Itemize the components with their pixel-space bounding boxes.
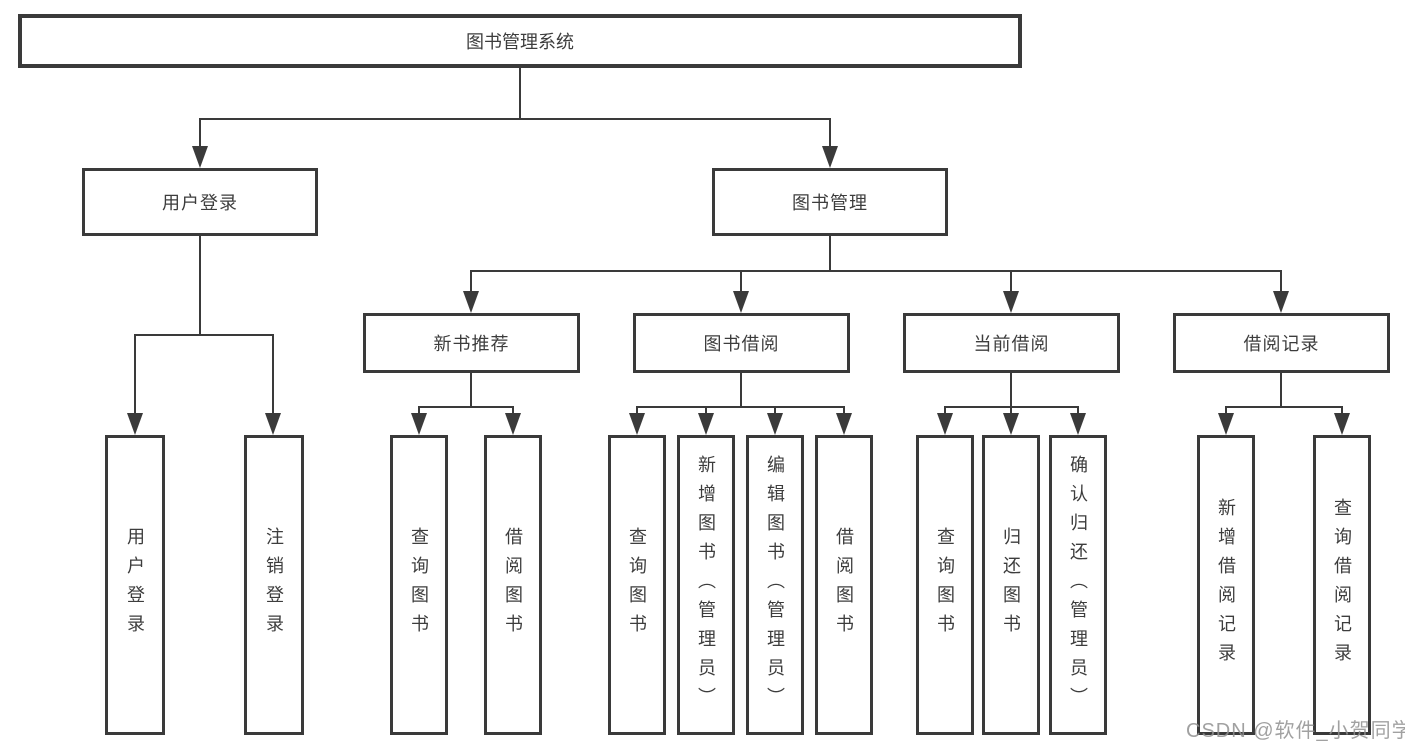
node-user-login-label: 用户登录 <box>162 193 238 213</box>
arrow-down-icon <box>836 413 852 435</box>
node-borrow-records: 借阅记录 <box>1173 313 1390 373</box>
node-book-management-label: 图书管理 <box>792 193 868 213</box>
watermark: CSDN @软件_小贺同学 <box>1186 720 1405 742</box>
leaf-borrow-book: 借阅图书 <box>815 435 873 735</box>
arrow-down-icon <box>1218 413 1234 435</box>
arrow-down-icon <box>822 146 838 168</box>
node-current-borrow: 当前借阅 <box>903 313 1120 373</box>
connector-line <box>199 118 831 120</box>
leaf-current-confirm-admin: 确认归还（管理员） <box>1049 435 1107 735</box>
leaf-records-add: 新增借阅记录 <box>1197 435 1255 735</box>
arrow-down-icon <box>629 413 645 435</box>
node-root-label: 图书管理系统 <box>466 32 574 52</box>
connector-line <box>134 334 274 336</box>
leaf-logout: 注销登录 <box>244 435 304 735</box>
connector-line <box>829 118 831 148</box>
arrow-down-icon <box>1334 413 1350 435</box>
arrow-down-icon <box>463 291 479 313</box>
connector-line <box>1280 373 1282 408</box>
connector-line <box>470 373 472 408</box>
connector-line <box>636 406 638 414</box>
connector-line <box>1341 406 1343 414</box>
connector-line <box>1225 406 1343 408</box>
leaf-records-query: 查询借阅记录 <box>1313 435 1371 735</box>
leaf-user-login: 用户登录 <box>105 435 165 735</box>
leaf-borrow-query: 查询图书 <box>608 435 666 735</box>
node-current-borrow-label: 当前借阅 <box>973 334 1050 354</box>
node-root: 图书管理系统 <box>18 14 1022 68</box>
leaf-borrow-add-admin-label: 新增图书（管理员） <box>696 454 716 716</box>
leaf-newbook-borrow: 借阅图书 <box>484 435 542 735</box>
arrow-down-icon <box>1003 413 1019 435</box>
arrow-down-icon <box>127 413 143 435</box>
arrow-down-icon <box>1070 413 1086 435</box>
node-new-book-recommend: 新书推荐 <box>363 313 580 373</box>
connector-line <box>944 406 946 414</box>
connector-line <box>1010 406 1012 414</box>
arrow-down-icon <box>937 413 953 435</box>
connector-line <box>418 406 420 414</box>
leaf-borrow-edit-admin-label: 编辑图书（管理员） <box>765 454 785 716</box>
connector-line <box>519 68 521 120</box>
leaf-records-query-label: 查询借阅记录 <box>1332 498 1352 672</box>
arrow-down-icon <box>767 413 783 435</box>
leaf-newbook-query: 查询图书 <box>390 435 448 735</box>
node-borrow-records-label: 借阅记录 <box>1243 334 1320 354</box>
arrow-down-icon <box>265 413 281 435</box>
arrow-down-icon <box>1273 291 1289 313</box>
connector-line <box>134 334 136 414</box>
node-user-login: 用户登录 <box>82 168 318 236</box>
connector-line <box>418 406 514 408</box>
connector-line <box>829 236 831 272</box>
connector-line <box>1010 373 1012 408</box>
connector-line <box>705 406 707 414</box>
arrow-down-icon <box>1003 291 1019 313</box>
leaf-current-confirm-admin-label: 确认归还（管理员） <box>1068 454 1088 716</box>
leaf-logout-label: 注销登录 <box>264 527 284 643</box>
arrow-down-icon <box>505 413 521 435</box>
leaf-current-return: 归还图书 <box>982 435 1040 735</box>
connector-line <box>1280 270 1282 291</box>
arrow-down-icon <box>733 291 749 313</box>
connector-line <box>470 270 472 291</box>
leaf-borrow-edit-admin: 编辑图书（管理员） <box>746 435 804 735</box>
connector-line <box>1077 406 1079 414</box>
node-book-management: 图书管理 <box>712 168 948 236</box>
leaf-newbook-query-label: 查询图书 <box>409 527 429 643</box>
connector-line <box>774 406 776 414</box>
connector-line <box>470 270 1281 272</box>
connector-line <box>272 334 274 414</box>
connector-line <box>199 236 201 336</box>
leaf-current-query: 查询图书 <box>916 435 974 735</box>
connector-line <box>512 406 514 414</box>
arrow-down-icon <box>192 146 208 168</box>
leaf-borrow-book-label: 借阅图书 <box>834 527 854 643</box>
leaf-user-login-label: 用户登录 <box>125 527 145 643</box>
node-book-borrow: 图书借阅 <box>633 313 850 373</box>
connector-line <box>740 373 742 408</box>
leaf-borrow-add-admin: 新增图书（管理员） <box>677 435 735 735</box>
leaf-newbook-borrow-label: 借阅图书 <box>503 527 523 643</box>
arrow-down-icon <box>411 413 427 435</box>
leaf-records-add-label: 新增借阅记录 <box>1216 498 1236 672</box>
connector-line <box>1010 270 1012 291</box>
leaf-borrow-query-label: 查询图书 <box>627 527 647 643</box>
connector-line <box>636 406 845 408</box>
node-book-borrow-label: 图书借阅 <box>703 334 780 354</box>
connector-line <box>740 270 742 291</box>
leaf-current-return-label: 归还图书 <box>1001 527 1021 643</box>
connector-line <box>1225 406 1227 414</box>
node-new-book-recommend-label: 新书推荐 <box>433 334 510 354</box>
leaf-current-query-label: 查询图书 <box>935 527 955 643</box>
arrow-down-icon <box>698 413 714 435</box>
connector-line <box>199 118 201 148</box>
connector-line <box>843 406 845 414</box>
